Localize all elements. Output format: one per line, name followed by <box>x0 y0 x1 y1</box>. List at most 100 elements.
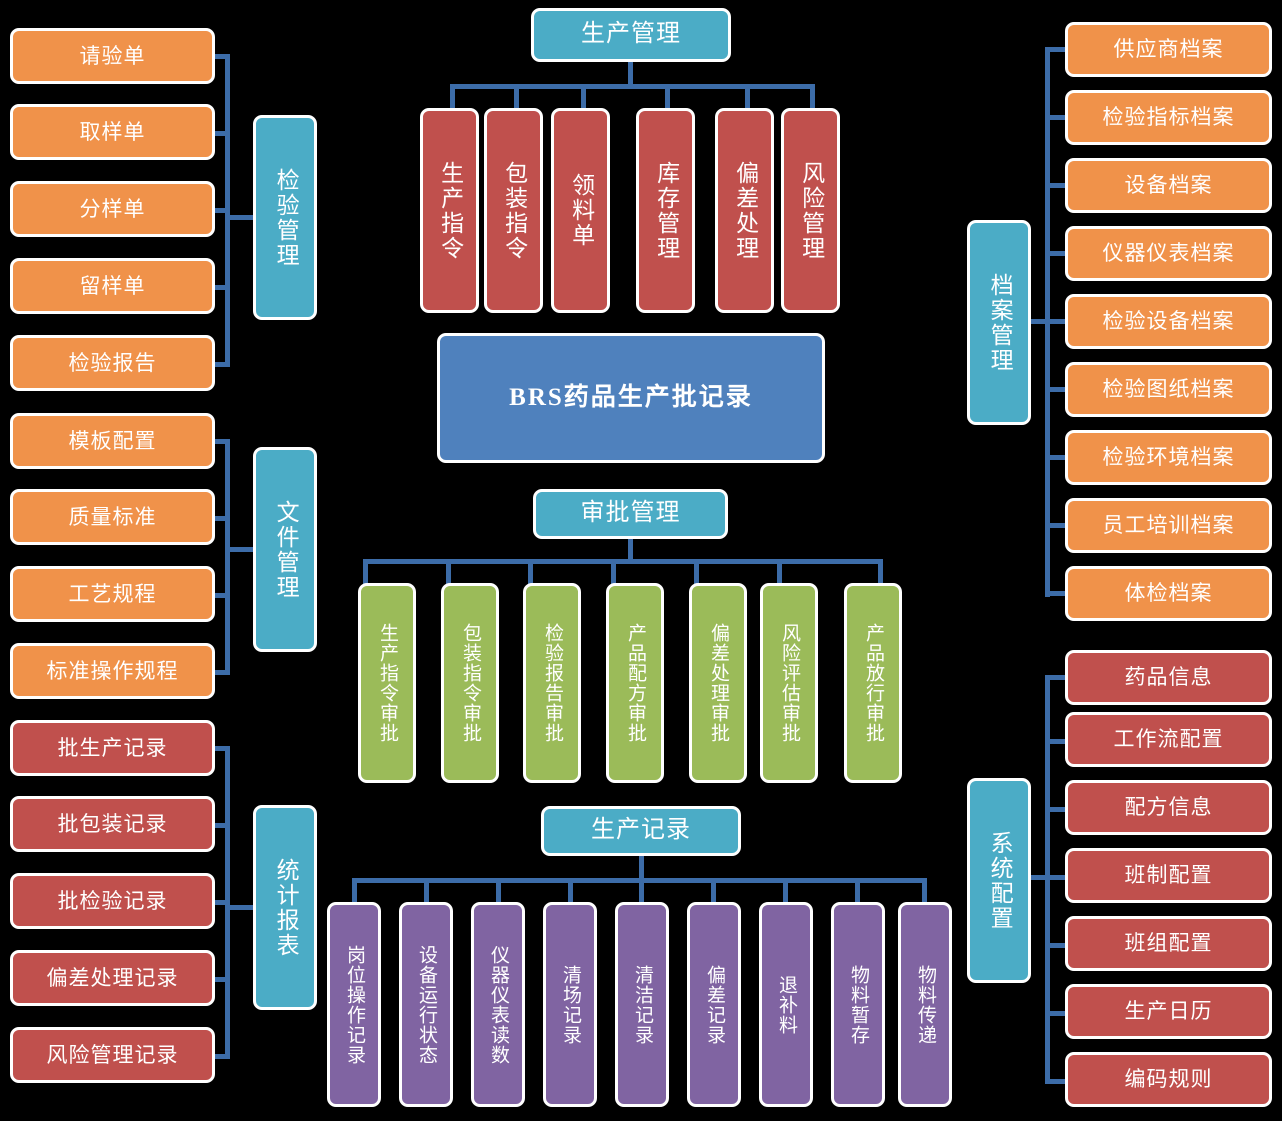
node-system-item-3[interactable]: 班制配置 <box>1065 848 1272 903</box>
connector-record-drop-4 <box>639 878 644 906</box>
connector-inspection-3 <box>215 285 230 290</box>
node-inspection-item-0[interactable]: 请验单 <box>10 28 215 84</box>
node-hub-system-configuration[interactable]: 系统配置 <box>967 778 1031 983</box>
connector-approval-bus <box>363 559 883 564</box>
node-approval-item-4[interactable]: 偏差处理审批 <box>689 583 747 783</box>
node-hub-inspection-management[interactable]: 检验管理 <box>253 115 317 320</box>
node-hub-statistics-report[interactable]: 统计报表 <box>253 805 317 1010</box>
connector-production-bus <box>450 84 815 89</box>
connector-archive-8 <box>1045 591 1070 596</box>
node-inspection-item-4[interactable]: 检验报告 <box>10 335 215 391</box>
connector-archive-2 <box>1045 183 1070 188</box>
connector-archive-0 <box>1045 47 1070 52</box>
node-inspection-item-2[interactable]: 分样单 <box>10 181 215 237</box>
node-hub-production-management[interactable]: 生产管理 <box>531 8 731 62</box>
node-document-item-1[interactable]: 质量标准 <box>10 489 215 545</box>
node-record-item-6[interactable]: 退补料 <box>759 902 813 1107</box>
node-approval-item-3[interactable]: 产品配方审批 <box>606 583 664 783</box>
node-hub-document-management[interactable]: 文件管理 <box>253 447 317 652</box>
connector-production-drop-3 <box>665 84 670 114</box>
connector-record-drop-7 <box>855 878 860 906</box>
connector-production-drop-4 <box>745 84 750 114</box>
node-archive-item-8[interactable]: 体检档案 <box>1065 566 1272 621</box>
node-statistics-item-0[interactable]: 批生产记录 <box>10 720 215 776</box>
connector-approval-drop-4 <box>694 559 699 587</box>
connector-approval-drop-1 <box>446 559 451 587</box>
node-system-item-0[interactable]: 药品信息 <box>1065 650 1272 705</box>
node-statistics-item-2[interactable]: 批检验记录 <box>10 873 215 929</box>
node-hub-production-record[interactable]: 生产记录 <box>541 806 741 856</box>
node-document-item-0[interactable]: 模板配置 <box>10 413 215 469</box>
node-record-item-8[interactable]: 物料传递 <box>898 902 952 1107</box>
node-record-item-3[interactable]: 清场记录 <box>543 902 597 1107</box>
node-statistics-item-4[interactable]: 风险管理记录 <box>10 1027 215 1083</box>
connector-approval-stem <box>628 539 633 561</box>
node-record-item-5[interactable]: 偏差记录 <box>687 902 741 1107</box>
node-archive-item-3[interactable]: 仪器仪表档案 <box>1065 226 1272 281</box>
connector-statistics-2 <box>215 900 230 905</box>
node-archive-item-6[interactable]: 检验环境档案 <box>1065 430 1272 485</box>
node-document-item-3[interactable]: 标准操作规程 <box>10 643 215 699</box>
node-system-item-4[interactable]: 班组配置 <box>1065 916 1272 971</box>
node-record-item-2[interactable]: 仪器仪表读数 <box>471 902 525 1107</box>
connector-statistics-hub <box>225 905 257 910</box>
node-approval-item-5[interactable]: 风险评估审批 <box>760 583 818 783</box>
node-system-item-2[interactable]: 配方信息 <box>1065 780 1272 835</box>
node-approval-item-2[interactable]: 检验报告审批 <box>523 583 581 783</box>
connector-record-drop-5 <box>711 878 716 906</box>
connector-system-3 <box>1045 875 1070 880</box>
node-archive-item-2[interactable]: 设备档案 <box>1065 158 1272 213</box>
node-production-item-0[interactable]: 生产指令 <box>420 108 479 313</box>
connector-record-drop-6 <box>783 878 788 908</box>
node-statistics-item-3[interactable]: 偏差处理记录 <box>10 950 215 1006</box>
node-record-item-4[interactable]: 清洁记录 <box>615 902 669 1107</box>
node-archive-item-1[interactable]: 检验指标档案 <box>1065 90 1272 145</box>
connector-record-drop-1 <box>424 878 429 906</box>
node-root-brs[interactable]: BRS药品生产批记录 <box>437 333 825 463</box>
node-approval-item-6[interactable]: 产品放行审批 <box>844 583 902 783</box>
connector-archive-hub <box>1026 319 1050 324</box>
node-production-item-1[interactable]: 包装指令 <box>484 108 543 313</box>
connector-system-6 <box>1045 1079 1070 1084</box>
node-production-item-3[interactable]: 库存管理 <box>636 108 695 313</box>
connector-document-spine <box>225 439 230 671</box>
node-inspection-item-3[interactable]: 留样单 <box>10 258 215 314</box>
connector-document-3 <box>215 670 230 675</box>
node-system-item-1[interactable]: 工作流配置 <box>1065 712 1272 767</box>
node-archive-item-4[interactable]: 检验设备档案 <box>1065 294 1272 349</box>
connector-archive-7 <box>1045 523 1070 528</box>
node-hub-archive-management[interactable]: 档案管理 <box>967 220 1031 425</box>
node-system-item-5[interactable]: 生产日历 <box>1065 984 1272 1039</box>
connector-document-1 <box>215 516 230 521</box>
connector-statistics-4 <box>215 1054 230 1059</box>
node-archive-item-7[interactable]: 员工培训档案 <box>1065 498 1272 553</box>
node-record-item-7[interactable]: 物料暂存 <box>831 902 885 1107</box>
connector-record-drop-3 <box>568 878 573 906</box>
connector-system-0 <box>1045 675 1070 680</box>
node-approval-item-0[interactable]: 生产指令审批 <box>358 583 416 783</box>
connector-document-2 <box>215 593 230 598</box>
node-production-item-2[interactable]: 领料单 <box>551 108 610 313</box>
node-archive-item-0[interactable]: 供应商档案 <box>1065 22 1272 77</box>
connector-production-drop-2 <box>581 84 586 114</box>
node-record-item-1[interactable]: 设备运行状态 <box>399 902 453 1107</box>
connector-approval-drop-6 <box>878 559 883 587</box>
connector-production-drop-5 <box>810 84 815 114</box>
node-approval-item-1[interactable]: 包装指令审批 <box>441 583 499 783</box>
node-statistics-item-1[interactable]: 批包装记录 <box>10 796 215 852</box>
connector-archive-3 <box>1045 251 1070 256</box>
connector-approval-drop-5 <box>777 559 782 587</box>
node-hub-approval-management[interactable]: 审批管理 <box>533 489 728 539</box>
node-inspection-item-1[interactable]: 取样单 <box>10 104 215 160</box>
node-archive-item-5[interactable]: 检验图纸档案 <box>1065 362 1272 417</box>
connector-archive-5 <box>1045 387 1070 392</box>
connector-inspection-0 <box>215 54 230 59</box>
node-record-item-0[interactable]: 岗位操作记录 <box>327 902 381 1107</box>
node-production-item-5[interactable]: 风险管理 <box>781 108 840 313</box>
node-document-item-2[interactable]: 工艺规程 <box>10 566 215 622</box>
connector-record-drop-8 <box>922 878 927 906</box>
node-production-item-4[interactable]: 偏差处理 <box>715 108 774 313</box>
connector-inspection-2 <box>215 208 230 213</box>
node-system-item-6[interactable]: 编码规则 <box>1065 1052 1272 1107</box>
